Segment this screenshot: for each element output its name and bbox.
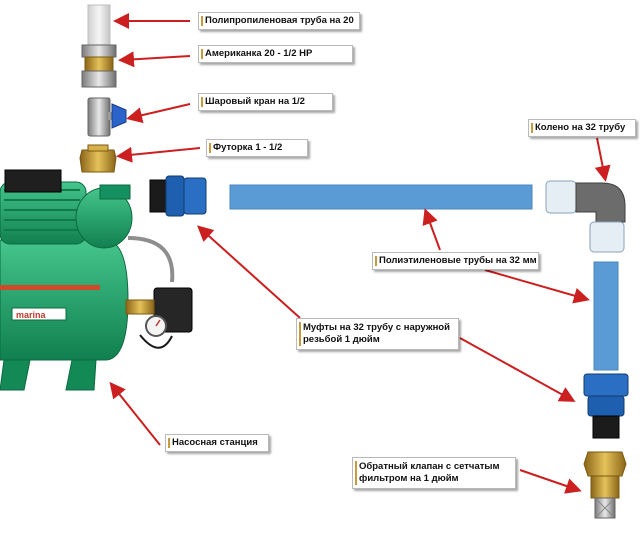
label-futorka: Футорка 1 - 1/2 xyxy=(206,139,308,157)
check-valve-icon xyxy=(583,451,627,519)
label-check-valve: Обратный клапан с сетчатым фильтром на 1… xyxy=(352,457,516,489)
pump-station-icon: marina xyxy=(0,169,193,391)
arrow-pe-pipe-right xyxy=(484,269,590,304)
label-ball-valve: Шаровый кран на 1/2 xyxy=(198,93,333,111)
arrow-pump-station xyxy=(109,381,161,446)
pe-pipe-horizontal-icon xyxy=(229,184,533,210)
ball-valve-icon xyxy=(87,97,127,137)
arrow-coupling-right xyxy=(459,337,576,402)
elbow-icon xyxy=(545,180,626,253)
pump-brand-text: marina xyxy=(16,310,47,320)
coupling-right-icon xyxy=(583,373,629,439)
arrow-check-valve xyxy=(519,469,582,494)
arrow-ball-valve xyxy=(126,103,191,124)
pp-pipe-icon xyxy=(87,4,111,46)
arrow-futorka xyxy=(116,146,201,163)
arrow-coupling-left xyxy=(197,225,301,319)
arrow-american xyxy=(118,51,191,68)
label-pump-station: Насосная станция xyxy=(165,434,269,452)
coupling-left-icon xyxy=(149,175,207,217)
label-american: Американка 20 - 1/2 НР xyxy=(198,45,353,63)
futorka-icon xyxy=(79,144,117,173)
arrow-elbow xyxy=(594,137,611,182)
arrows xyxy=(109,13,611,494)
label-pe-pipes: Полиэтиленовые трубы на 32 мм xyxy=(372,252,539,270)
american-union-icon xyxy=(81,44,117,88)
label-couplings: Муфты на 32 трубу с наружной резьбой 1 д… xyxy=(296,318,459,350)
arrow-pe-pipe-top xyxy=(422,208,441,251)
label-elbow: Колено на 32 трубу xyxy=(528,119,636,137)
label-pp-pipe: Полипропиленовая труба на 20 xyxy=(198,12,360,30)
pe-pipe-vertical-icon xyxy=(593,261,619,371)
